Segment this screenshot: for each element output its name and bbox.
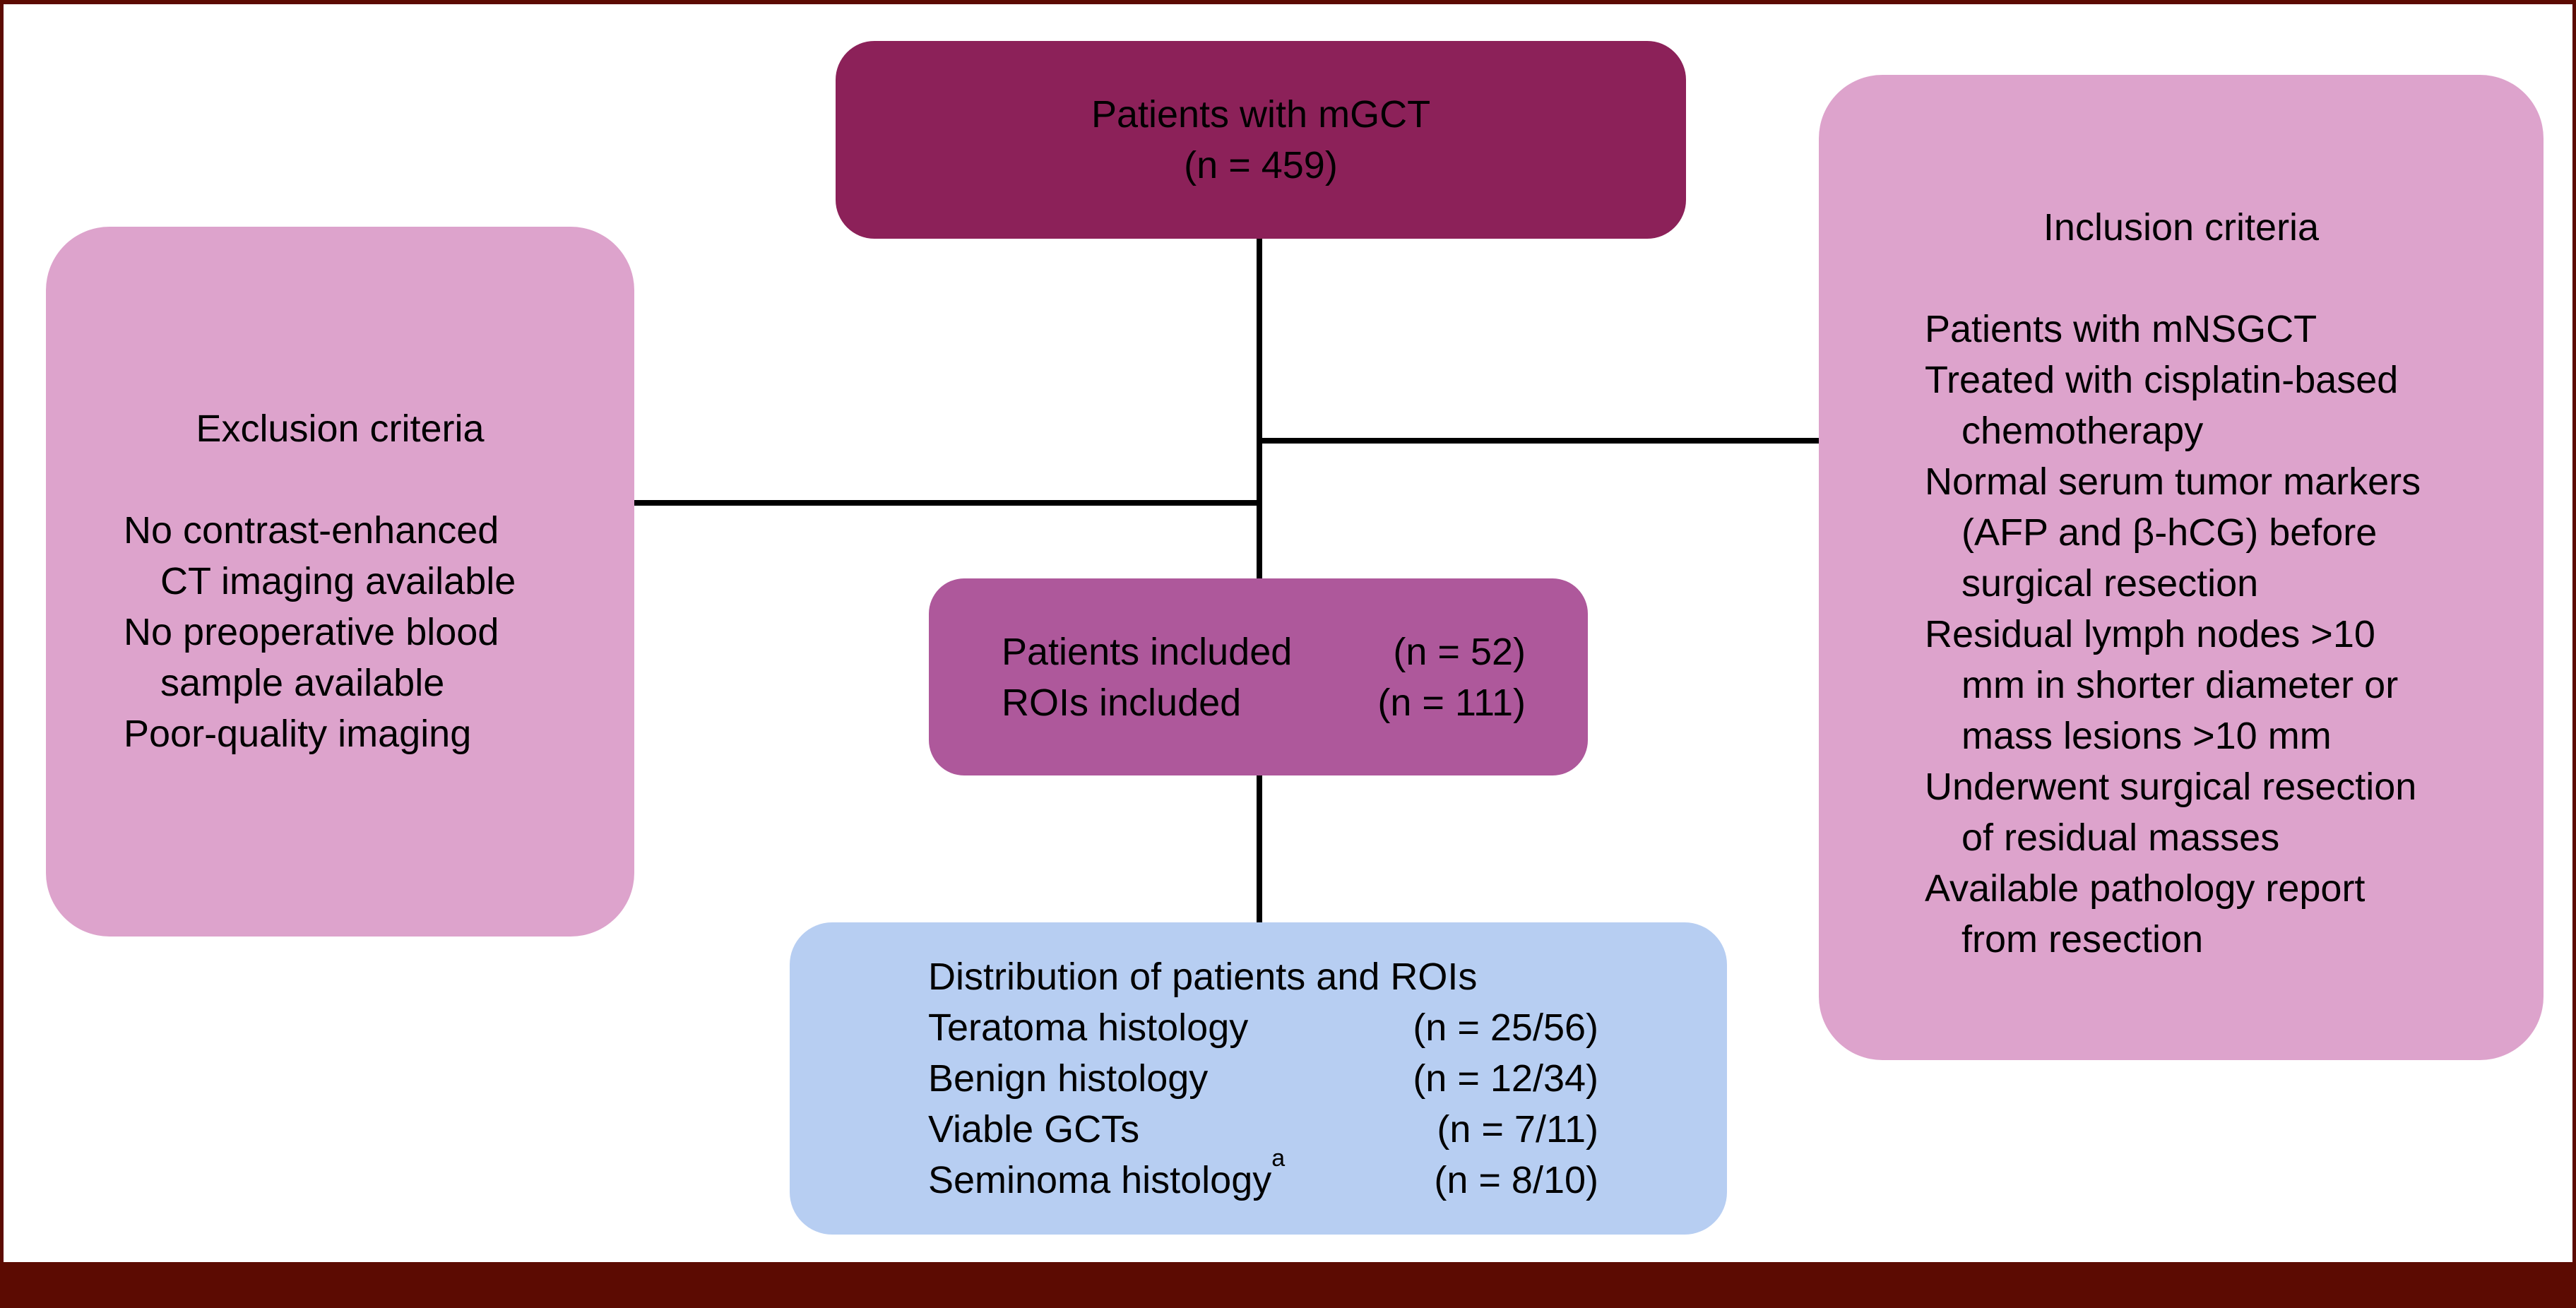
inclusion-line: of residual masses xyxy=(1961,816,2280,859)
inclusion-line: Underwent surgical resection xyxy=(1925,766,2417,808)
inclusion-line: Treated with cisplatin-based xyxy=(1925,359,2399,401)
exclusion-line: sample available xyxy=(160,662,445,704)
node-count: (n = 459) xyxy=(1184,144,1338,186)
inclusion-line: Patients with mNSGCT xyxy=(1925,308,2317,350)
exclusion-line: No contrast-enhanced xyxy=(124,509,499,552)
node-patients-with-mgct: Patients with mGCT (n = 459) xyxy=(836,41,1686,239)
inclusion-line: Residual lymph nodes >10 xyxy=(1925,613,2375,655)
bottom-border-bar xyxy=(4,1262,2572,1308)
inclusion-line: (AFP and β-hCG) before xyxy=(1961,511,2378,554)
inclusion-line: chemotherapy xyxy=(1961,410,2204,452)
row-label: Benign histology xyxy=(928,1057,1209,1100)
row-value: (n = 52) xyxy=(1393,630,1526,673)
row-label: Seminoma histologya xyxy=(928,1145,1286,1201)
row-value: (n = 12/34) xyxy=(1413,1057,1598,1100)
exclusion-line: CT imaging available xyxy=(160,560,516,602)
node-distribution: Distribution of patients and ROIs Terato… xyxy=(790,922,1727,1235)
row-value: (n = 7/11) xyxy=(1437,1108,1598,1151)
inclusion-line: from resection xyxy=(1961,918,2204,961)
data-row: Seminoma histologya (n = 8/10) xyxy=(928,1145,1598,1206)
node-title: Patients with mGCT xyxy=(1091,93,1431,136)
inclusion-line: mm in shorter diameter or xyxy=(1961,664,2399,706)
data-row: Patients included (n = 52) xyxy=(1002,626,1526,677)
row-label: Viable GCTs xyxy=(928,1108,1140,1151)
connector-vertical-top xyxy=(1257,234,1262,578)
node-patients-included: Patients included (n = 52) ROIs included… xyxy=(929,578,1588,775)
row-value: (n = 25/56) xyxy=(1413,1006,1598,1049)
data-row: ROIs included (n = 111) xyxy=(1002,677,1526,728)
data-row: Benign histology (n = 12/34) xyxy=(928,1053,1598,1104)
inclusion-line: Normal serum tumor markers xyxy=(1925,460,2421,503)
node-exclusion-criteria: Exclusion criteria No contrast-enhanced … xyxy=(46,227,634,937)
spacer xyxy=(124,454,606,505)
distribution-header: Distribution of patients and ROIs xyxy=(928,956,1478,998)
row-label: Teratoma histology xyxy=(928,1006,1249,1049)
data-row: Viable GCTs (n = 7/11) xyxy=(928,1104,1598,1155)
inclusion-line: mass lesions >10 mm xyxy=(1961,715,2332,757)
node-inclusion-criteria: Inclusion criteria Patients with mNSGCT … xyxy=(1819,75,2544,1060)
inclusion-title: Inclusion criteria xyxy=(2043,206,2320,249)
exclusion-line: Poor-quality imaging xyxy=(124,713,472,755)
connector-vertical-bottom xyxy=(1257,775,1262,924)
inclusion-line: surgical resection xyxy=(1961,562,2259,605)
row-value: (n = 111) xyxy=(1377,681,1526,724)
exclusion-line: No preoperative blood xyxy=(124,611,499,653)
connector-to-exclusion xyxy=(632,500,1259,506)
exclusion-title: Exclusion criteria xyxy=(196,408,485,450)
connector-to-inclusion xyxy=(1259,438,1820,444)
spacer xyxy=(1925,253,2522,304)
row-label: ROIs included xyxy=(1002,681,1242,724)
row-value: (n = 8/10) xyxy=(1434,1159,1598,1201)
superscript-a: a xyxy=(1271,1145,1286,1172)
data-row: Teratoma histology (n = 25/56) xyxy=(928,1002,1598,1053)
row-label: Patients included xyxy=(1002,630,1293,673)
inclusion-line: Available pathology report xyxy=(1925,867,2366,910)
